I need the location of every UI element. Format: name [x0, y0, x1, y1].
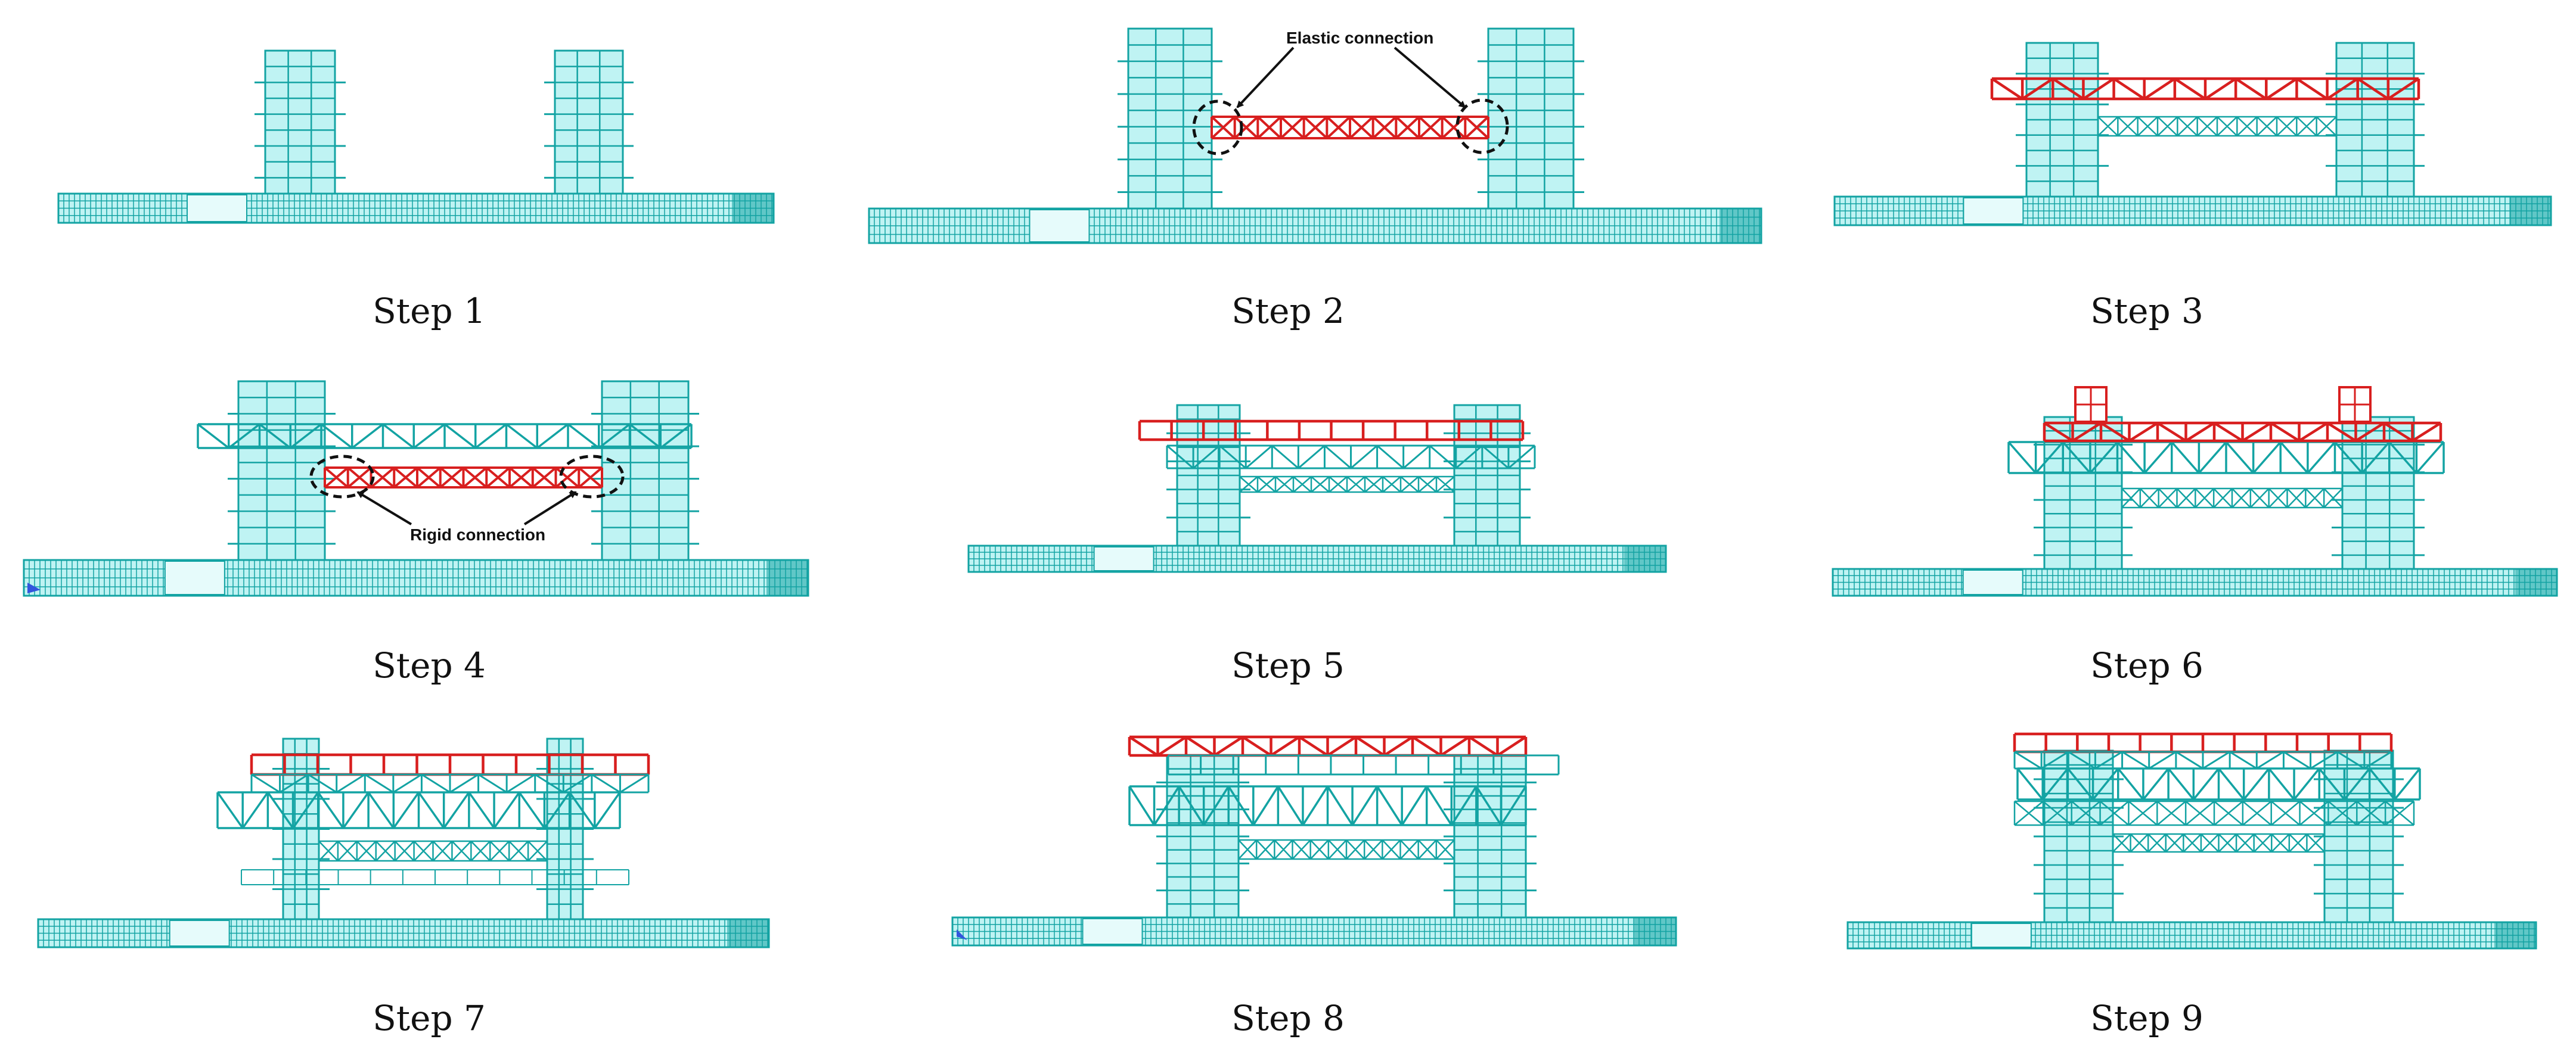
tower-stubs — [544, 81, 634, 179]
foundation-panel — [1970, 923, 2032, 948]
lower-truss — [1239, 475, 1455, 493]
mid-truss — [1166, 444, 1536, 469]
step-8-caption: Step 8 — [1231, 998, 1345, 1038]
core-tower — [237, 380, 326, 561]
mid-truss — [2016, 767, 2421, 801]
foundation-end-block — [766, 560, 808, 596]
step-2-model — [868, 27, 1762, 244]
lower-truss — [318, 840, 548, 862]
core-tower — [554, 49, 624, 195]
foundation-panel — [1029, 209, 1090, 242]
core-tower — [264, 49, 336, 195]
new-roof-truss — [1128, 735, 1528, 757]
foundation-panel — [187, 194, 247, 222]
rooftop-box-grid — [2075, 387, 2106, 422]
foundation-end-block — [1634, 917, 1676, 945]
foundation-end-block — [732, 194, 774, 223]
step-8-model — [951, 735, 1677, 947]
step-9-caption: Step 9 — [2090, 998, 2203, 1038]
foundation-end-block — [1624, 546, 1666, 572]
lower-truss — [2112, 833, 2326, 853]
upper-truss — [250, 773, 650, 794]
tower-stubs — [255, 81, 346, 179]
foundation-end-block — [2515, 569, 2557, 596]
step-5-caption: Step 5 — [1231, 645, 1345, 686]
foundation-panel — [1082, 918, 1143, 945]
tower-floor-lines — [2026, 43, 2098, 197]
tower-floor-lines — [2342, 417, 2414, 569]
step-4-caption: Step 4 — [373, 645, 486, 686]
step-3-caption: Step 3 — [2090, 291, 2203, 331]
foundation-end-block — [1720, 209, 1761, 243]
foundation-panel — [1962, 570, 2023, 595]
foundation-end-block — [2494, 922, 2536, 948]
tower-floor-lines — [1454, 755, 1526, 917]
tower-floor-lines — [1128, 29, 1212, 209]
lower-truss — [1237, 839, 1455, 860]
elastic-connection-label: Elastic connection — [1286, 29, 1434, 47]
tower-floor-lines — [238, 381, 325, 560]
rooftop-box-grid — [2339, 387, 2370, 422]
step-6-model — [1832, 386, 2558, 597]
foundation-panel — [1093, 546, 1154, 571]
tower-stubs — [1444, 781, 1537, 892]
tower-floor-lines — [2044, 751, 2113, 922]
new-roof-truss — [2043, 421, 2442, 443]
rigid-connected-truss — [324, 466, 603, 489]
tower-floor-lines — [265, 51, 335, 194]
step-1-caption: Step 1 — [373, 291, 486, 331]
lower-frame — [241, 869, 629, 885]
tower-floor-lines — [602, 381, 688, 560]
step-5-model — [967, 404, 1667, 573]
tower-floor-lines — [1488, 29, 1573, 209]
support-marker — [957, 929, 967, 940]
upper-truss — [197, 423, 693, 449]
step-7-caption: Step 7 — [373, 998, 486, 1038]
foundation-end-block — [2509, 197, 2551, 225]
foundation-panel — [169, 920, 230, 947]
core-tower — [601, 380, 690, 561]
support-marker — [27, 583, 41, 593]
step-1-model — [57, 49, 775, 224]
rooftop-boxes — [2074, 386, 2372, 423]
upper-truss — [2013, 751, 2392, 770]
tower-floor-lines — [2044, 417, 2122, 569]
elastic-connected-truss — [1211, 116, 1489, 139]
new-roof-frame — [1138, 419, 1525, 441]
lower-truss — [2121, 487, 2344, 509]
new-roof-truss — [1990, 77, 2420, 101]
step-2-caption: Step 2 — [1231, 291, 1345, 331]
tower-floor-lines — [555, 51, 623, 194]
step-6-caption: Step 6 — [2090, 645, 2203, 686]
foundation-end-block — [727, 919, 769, 947]
mid-truss — [1128, 785, 1527, 826]
step-4-model — [23, 380, 809, 597]
foundation-panel — [164, 561, 225, 595]
core-tower — [1487, 27, 1575, 210]
upper-frame — [1167, 754, 1560, 776]
core-tower — [1127, 27, 1213, 210]
new-roof-frame — [2013, 732, 2393, 754]
tower-floor-lines — [1177, 405, 1240, 546]
tower-floor-lines — [1454, 405, 1520, 546]
rigid-connection-label: Rigid connection — [410, 525, 546, 544]
mid-truss — [216, 791, 621, 829]
step-9-model — [1846, 732, 2537, 950]
second-truss — [2013, 800, 2415, 826]
lower-truss — [2097, 116, 2338, 137]
step-3-model — [1833, 42, 2552, 226]
foundation-panel — [1963, 197, 2024, 225]
step-7-model — [37, 738, 770, 948]
